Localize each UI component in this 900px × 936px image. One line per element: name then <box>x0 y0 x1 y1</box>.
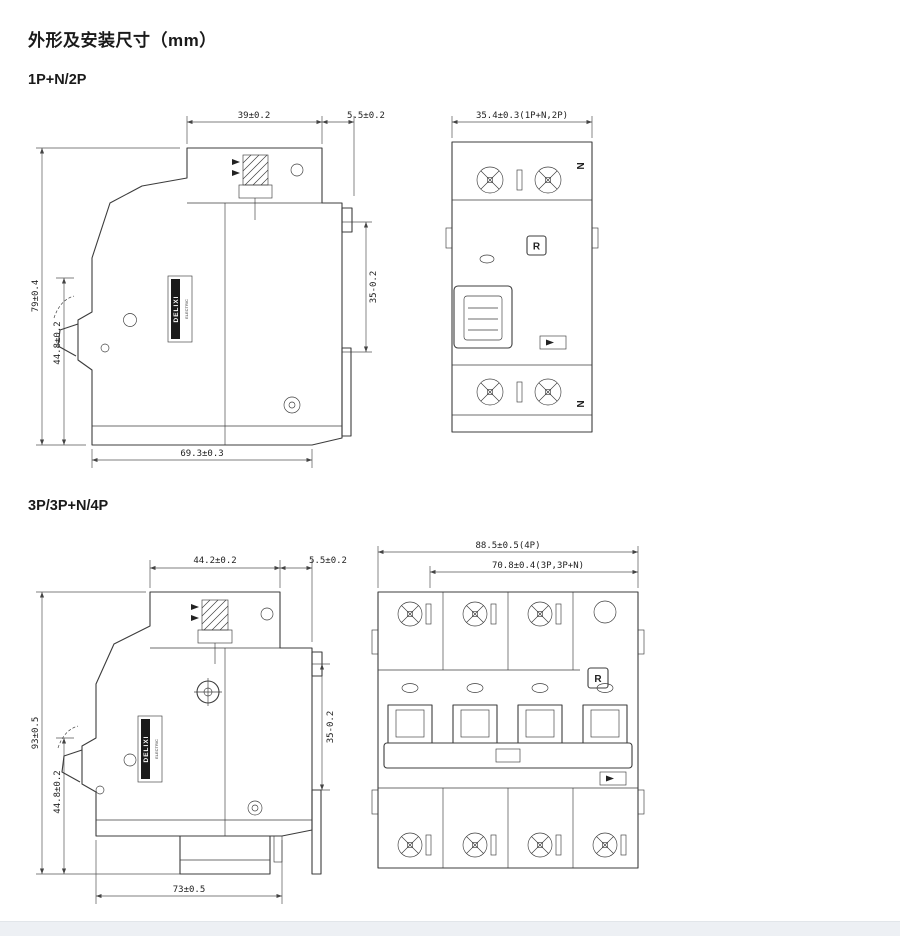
dimension-lines: 39±0.2 5.5±0.2 79±0.4 44.8±0.2 35-0.2 69… <box>31 111 385 468</box>
terminal-screw <box>232 154 273 220</box>
dim-label-top-width: 39±0.2 <box>238 111 271 121</box>
toggle-handle <box>453 285 513 349</box>
phillips-screw-icon <box>462 832 488 858</box>
brand-label: DELIXI ELECTRIC <box>167 275 193 343</box>
breaker-body-outline <box>53 147 353 446</box>
din-rail-hook <box>341 207 353 233</box>
dim-label-height: 93±0.5 <box>31 717 41 750</box>
page-title: 外形及安装尺寸（mm） <box>28 31 217 50</box>
dim-label-width-3p: 70.8±0.4(3P,3P+N) <box>492 561 584 571</box>
page-bottom-strip <box>0 921 900 936</box>
toggle-handles <box>383 704 633 769</box>
brand-subname: ELECTRIC <box>184 299 189 319</box>
terminal-shroud <box>179 836 271 875</box>
breaker-front-face <box>445 141 599 433</box>
test-button: R <box>587 667 609 689</box>
dimension-lines: 35.4±0.3(1P+N,2P) <box>451 111 593 138</box>
phillips-screw-icon <box>527 601 553 627</box>
side-view-drawing-3p: 44.2±0.2 5.5±0.2 93±0.5 44.8±0.2 35-0.2 … <box>31 556 347 904</box>
dim-label-height: 79±0.4 <box>31 280 41 313</box>
side-notch <box>371 629 379 655</box>
dimension-lines: 88.5±0.5(4P) 70.8±0.4(3P,3P+N) <box>377 541 639 588</box>
terminal-hole <box>593 600 617 624</box>
dim-label-top-width: 44.2±0.2 <box>193 556 236 566</box>
section-heading-1pn-2p: 1P+N/2P <box>28 72 87 88</box>
brand-subname: ELECTRIC <box>154 739 159 759</box>
terminal-screws <box>397 600 618 858</box>
dim-label-inner-height: 44.8±0.2 <box>53 770 63 813</box>
breaker-body-outline <box>57 591 323 875</box>
phillips-screw-icon <box>462 601 488 627</box>
test-button-label: R <box>533 242 541 253</box>
din-rail-clip <box>341 347 352 437</box>
din-rail-hook <box>311 651 323 677</box>
dim-label-width-4p: 88.5±0.5(4P) <box>475 541 540 551</box>
phillips-screw-icon <box>397 601 423 627</box>
phillips-screw-icon <box>476 166 504 194</box>
dim-label-rail-offset: 5.5±0.2 <box>347 111 385 121</box>
handle-tie-bar <box>383 742 633 769</box>
phillips-screw-icon <box>397 832 423 858</box>
dimension-lines: 44.2±0.2 5.5±0.2 93±0.5 44.8±0.2 35-0.2 … <box>31 556 347 904</box>
side-notch <box>637 629 645 655</box>
section-heading-3p-4p: 3P/3P+N/4P <box>28 498 109 514</box>
breaker-front-face <box>371 591 645 869</box>
indicator-window <box>479 254 495 264</box>
side-notch <box>371 789 379 815</box>
side-view-drawing-1pn: 39±0.2 5.5±0.2 79±0.4 44.8±0.2 35-0.2 69… <box>31 111 385 468</box>
phillips-screw-icon <box>534 166 562 194</box>
front-view-drawing-1pn: 35.4±0.3(1P+N,2P) N N R <box>445 111 599 433</box>
dim-label-rail-height: 35-0.2 <box>326 711 336 744</box>
label-tab <box>539 335 567 350</box>
dim-label-rail-offset: 5.5±0.2 <box>309 556 347 566</box>
test-button: R <box>526 235 547 256</box>
front-view-drawing-3p: 88.5±0.5(4P) 70.8±0.4(3P,3P+N) <box>371 541 645 869</box>
brand-name: DELIXI <box>143 736 150 763</box>
neutral-mark-bottom: N <box>574 400 585 407</box>
dim-label-bottom-width: 73±0.5 <box>173 885 206 895</box>
side-notch <box>637 789 645 815</box>
phillips-screw-icon <box>476 378 504 406</box>
dim-label-front-width: 35.4±0.3(1P+N,2P) <box>476 111 568 121</box>
din-rail-clip <box>311 789 322 875</box>
phillips-screw-icon <box>534 378 562 406</box>
side-notch <box>445 227 453 249</box>
indicator-windows <box>401 683 614 693</box>
terminal-screw <box>191 599 233 664</box>
side-notch <box>591 227 599 249</box>
test-button-label: R <box>594 674 602 685</box>
label-tab <box>599 771 627 786</box>
brand-label: DELIXI ELECTRIC <box>137 715 163 783</box>
toggle-lever <box>61 749 83 783</box>
neutral-mark-top: N <box>574 162 585 169</box>
brand-name: DELIXI <box>173 296 180 323</box>
phillips-screw-icon <box>592 832 618 858</box>
dim-label-rail-height: 35-0.2 <box>369 271 379 304</box>
phillips-screw-icon <box>527 832 553 858</box>
dim-label-bottom-width: 69.3±0.3 <box>180 449 223 459</box>
toggle-lever <box>57 323 79 357</box>
